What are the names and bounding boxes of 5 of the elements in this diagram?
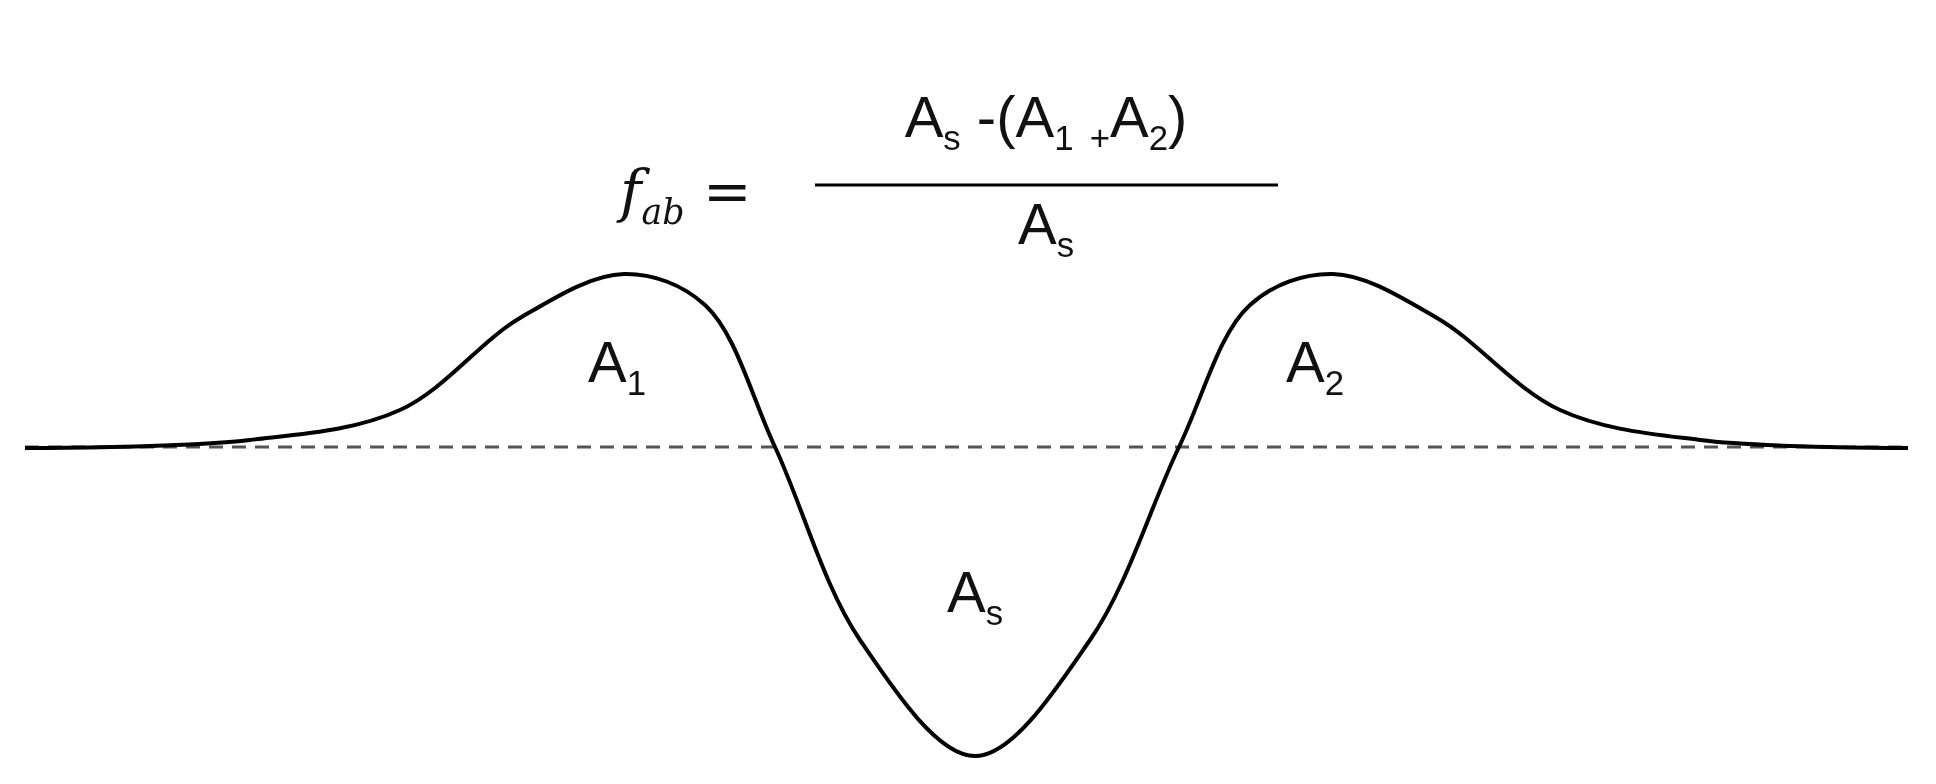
area-label: A$_{1}$ [588,330,646,402]
area-label: A$_{s}$ [946,560,1004,632]
formula-denominator: A$_{s}$ [1017,192,1075,264]
area-label: A$_{2}$ [1286,330,1344,402]
formula-numerator: A$_{s}$ -(A$_{1}$ $_{+}$A$_{2}$) [904,85,1188,157]
